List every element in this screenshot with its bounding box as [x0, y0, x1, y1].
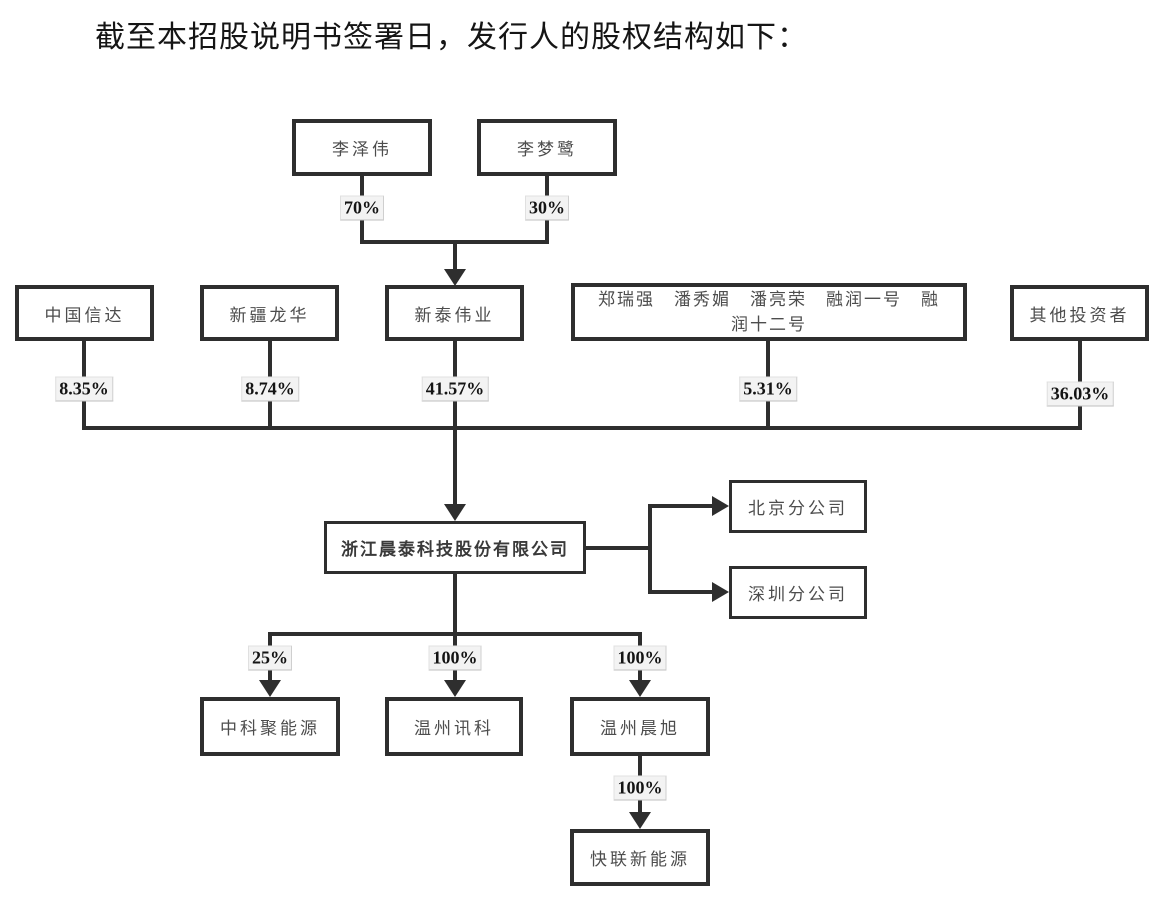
percent-chenxu: 100%	[613, 645, 667, 671]
percent-longhua: 8.74%	[241, 376, 299, 402]
percent-group: 5.31%	[739, 376, 797, 402]
node-li-menglu-label: 李梦鹭	[517, 140, 577, 159]
node-wenzhou-chenxu: 温州晨旭	[570, 697, 710, 756]
arrow-into-kuailian-icon	[629, 812, 651, 829]
connector-branch-trunk	[648, 504, 652, 594]
percent-zhongke: 25%	[248, 645, 292, 671]
connector-beijing	[648, 504, 714, 508]
node-xintai-weiye-label: 新泰伟业	[414, 305, 495, 325]
node-zhongguo-xinda: 中国信达	[15, 285, 154, 341]
percent-xintai: 41.57%	[421, 376, 489, 402]
node-kuailian-xinnengyuan-label: 快联新能源	[590, 850, 690, 869]
node-shareholder-group: 郑瑞强 潘秀媚 潘亮荣 融润一号 融 润十二号	[571, 283, 967, 341]
node-wenzhou-xunke: 温州讯科	[385, 697, 523, 756]
node-other-investors: 其他投资者	[1010, 285, 1149, 341]
connector-issuer-branch	[586, 546, 652, 550]
arrow-into-zhongke-icon	[259, 680, 281, 697]
node-li-menglu: 李梦鹭	[477, 119, 617, 176]
arrow-into-beijing-icon	[712, 496, 729, 516]
percent-xunke: 100%	[428, 645, 482, 671]
arrow-into-xintai-icon	[444, 269, 466, 286]
node-wenzhou-chenxu-label: 温州晨旭	[600, 719, 680, 738]
node-issuer: 浙江晨泰科技股份有限公司	[324, 521, 586, 574]
arrow-into-chenxu-icon	[629, 680, 651, 697]
percent-lizewei: 70%	[340, 195, 384, 221]
node-li-zewei: 李泽伟	[292, 119, 432, 176]
node-zhongke-junengyuan-label: 中科聚能源	[220, 719, 320, 738]
page-title: 截至本招股说明书签署日，发行人的股权结构如下：	[95, 21, 808, 54]
node-other-investors-label: 其他投资者	[1029, 305, 1130, 325]
node-kuailian-xinnengyuan: 快联新能源	[570, 829, 710, 886]
arrow-into-issuer-icon	[444, 504, 466, 521]
node-beijing-branch-label: 北京分公司	[748, 499, 848, 518]
percent-others: 36.03%	[1046, 381, 1114, 407]
node-li-zewei-label: 李泽伟	[332, 140, 392, 159]
node-xinjiang-longhua-label: 新疆龙华	[229, 305, 310, 325]
arrow-into-shenzhen-icon	[712, 582, 729, 602]
node-zhongguo-xinda-label: 中国信达	[44, 305, 125, 325]
percent-kuailian: 100%	[613, 775, 667, 801]
node-shareholder-group-line2: 润十二号	[731, 315, 807, 334]
connector-shenzhen	[648, 590, 714, 594]
node-shenzhen-branch: 深圳分公司	[729, 566, 867, 619]
connector-issuer-stem	[453, 426, 457, 506]
node-zhongke-junengyuan: 中科聚能源	[200, 697, 340, 756]
connector-xintai-stem	[453, 240, 457, 271]
node-wenzhou-xunke-label: 温州讯科	[414, 719, 494, 738]
node-beijing-branch: 北京分公司	[729, 480, 867, 533]
node-shareholder-group-line1: 郑瑞强 潘秀媚 潘亮荣 融润一号 融	[598, 290, 940, 309]
percent-limenglu: 30%	[525, 195, 569, 221]
arrow-into-xunke-icon	[444, 680, 466, 697]
node-xinjiang-longhua: 新疆龙华	[200, 285, 339, 341]
node-xintai-weiye: 新泰伟业	[385, 285, 524, 341]
node-shenzhen-branch-label: 深圳分公司	[748, 585, 848, 604]
node-issuer-label: 浙江晨泰科技股份有限公司	[341, 540, 569, 559]
percent-xinda: 8.35%	[55, 376, 113, 402]
connector-bus	[82, 426, 1082, 430]
connector-issuer-down	[453, 574, 457, 636]
